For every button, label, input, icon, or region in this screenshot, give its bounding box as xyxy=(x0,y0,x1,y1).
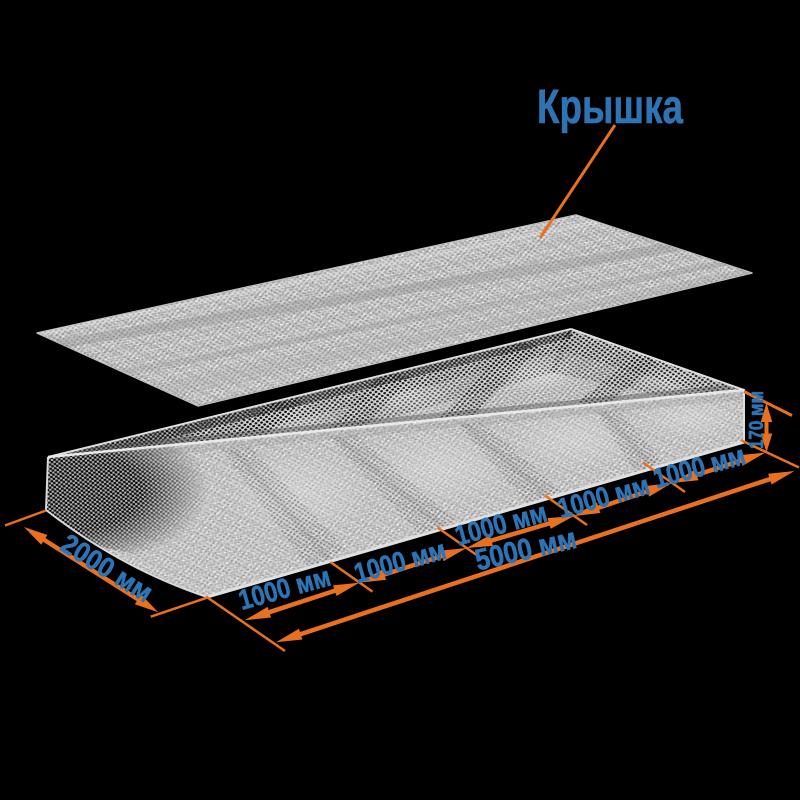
svg-text:Крышка: Крышка xyxy=(537,81,683,134)
svg-text:170 мм: 170 мм xyxy=(746,391,768,449)
